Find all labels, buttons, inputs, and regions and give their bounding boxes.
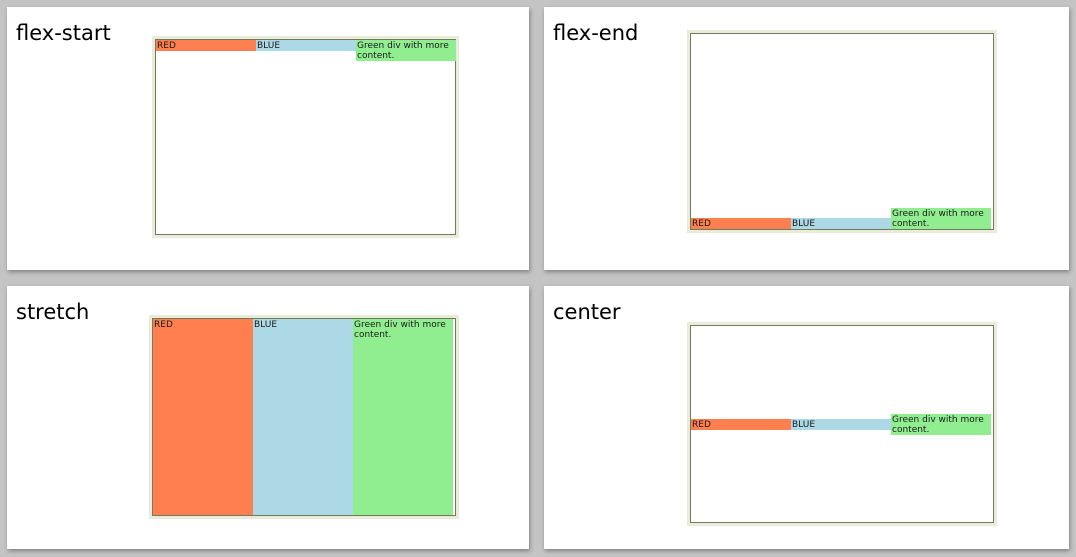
panel-title: flex-end bbox=[553, 21, 639, 45]
red-box: RED bbox=[691, 218, 791, 229]
red-box: RED bbox=[153, 319, 253, 515]
flex-container: RED BLUE Green div with more content. bbox=[149, 315, 459, 519]
red-box: RED bbox=[691, 418, 791, 430]
blue-box: BLUE bbox=[256, 40, 356, 51]
flex-container: RED BLUE Green div with more content. bbox=[687, 322, 997, 526]
panel-flex-start: flex-start RED BLUE Green div with more … bbox=[7, 7, 529, 270]
flex-container: RED BLUE Green div with more content. bbox=[152, 36, 459, 238]
flex-container: RED BLUE Green div with more content. bbox=[687, 30, 997, 233]
green-box: Green div with more content. bbox=[356, 40, 456, 61]
panel-title: stretch bbox=[16, 300, 90, 324]
green-box: Green div with more content. bbox=[353, 319, 453, 515]
green-box: Green div with more content. bbox=[891, 208, 991, 229]
green-box: Green div with more content. bbox=[891, 413, 991, 435]
panel-center: center RED BLUE Green div with more cont… bbox=[544, 286, 1069, 549]
blue-box: BLUE bbox=[253, 319, 353, 515]
blue-box: BLUE bbox=[791, 418, 891, 430]
panel-title: flex-start bbox=[16, 21, 111, 45]
panel-title: center bbox=[553, 300, 621, 324]
panel-stretch: stretch RED BLUE Green div with more con… bbox=[7, 286, 529, 549]
panel-flex-end: flex-end RED BLUE Green div with more co… bbox=[544, 7, 1069, 270]
red-box: RED bbox=[156, 40, 256, 51]
blue-box: BLUE bbox=[791, 218, 891, 229]
